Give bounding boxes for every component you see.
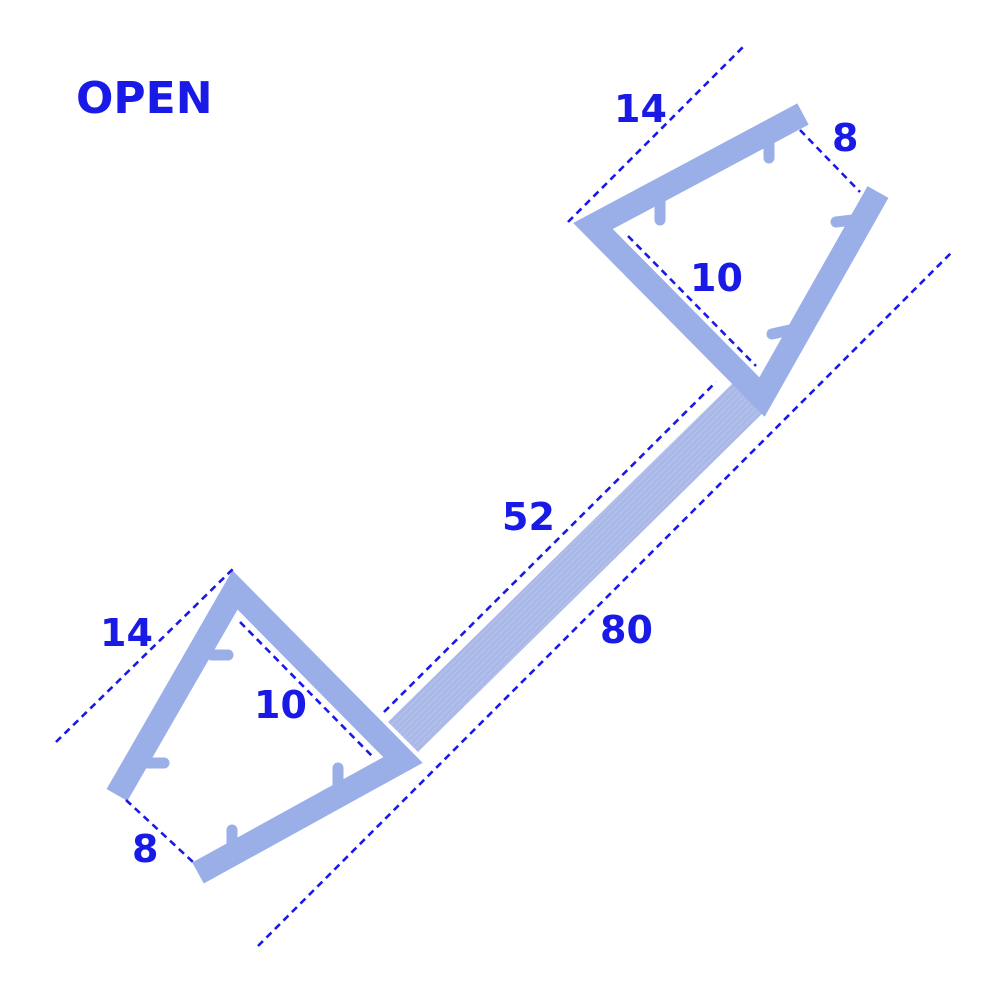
dim-label-overall: 80 xyxy=(600,608,653,652)
dim-label-strip: 52 xyxy=(502,495,555,539)
dim-line-top-inner xyxy=(627,235,757,367)
upper-profile xyxy=(573,103,889,417)
dim-line-strip xyxy=(383,381,717,713)
dim-line-bottom-gap xyxy=(125,799,194,863)
center-strip xyxy=(388,378,768,752)
upper-profile-nubs xyxy=(654,132,859,340)
dim-label-bottom-gap: 8 xyxy=(132,827,158,871)
lower-profile-nubs xyxy=(142,649,344,856)
dim-label-top-inner: 10 xyxy=(690,256,743,300)
dim-line-top-flap xyxy=(567,44,746,223)
dim-label-top-flap: 14 xyxy=(614,87,667,131)
dim-line-overall xyxy=(257,251,953,947)
lower-profile xyxy=(106,570,423,884)
dim-label-bottom-flap: 14 xyxy=(100,611,153,655)
dim-label-top-gap: 8 xyxy=(832,116,858,160)
diagram-title: OPEN xyxy=(76,73,213,124)
dim-line-top-gap xyxy=(799,129,861,193)
dim-line-bottom-flap xyxy=(55,565,237,743)
dim-line-bottom-inner xyxy=(239,621,373,757)
dimension-lines xyxy=(55,44,953,947)
dim-label-bottom-inner: 10 xyxy=(254,683,307,727)
